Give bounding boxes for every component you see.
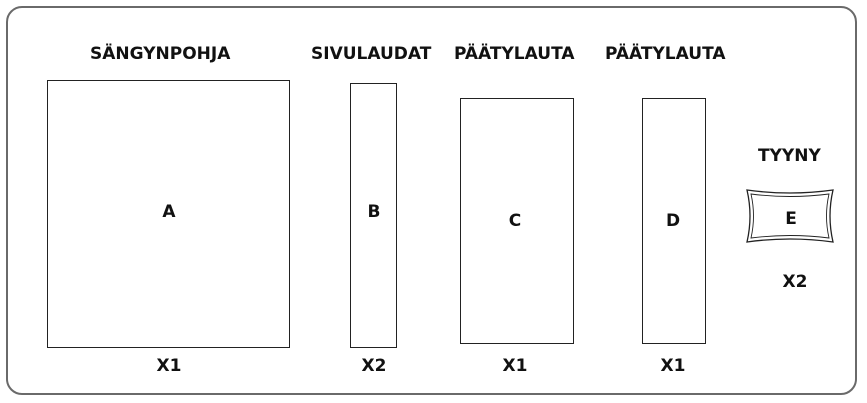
- part-d-label: D: [665, 211, 681, 231]
- heading-end-board-2: PÄÄTYLAUTA: [605, 44, 726, 64]
- heading-pillow: TYYNY: [758, 146, 821, 166]
- part-a-quantity: X1: [156, 356, 182, 376]
- part-a-label: A: [162, 202, 176, 222]
- part-e-label: E: [785, 209, 797, 229]
- heading-end-board-1: PÄÄTYLAUTA: [454, 44, 575, 64]
- part-b-label: B: [367, 202, 381, 222]
- heading-bed-base: SÄNGYNPOHJA: [90, 44, 231, 64]
- part-b-side-board: [350, 83, 397, 348]
- diagram-frame: [6, 6, 857, 395]
- part-c-label: C: [508, 211, 522, 231]
- part-a-bed-base: [47, 80, 290, 348]
- part-c-end-board: [460, 98, 574, 344]
- part-b-quantity: X2: [361, 356, 387, 376]
- part-d-end-board: [642, 98, 706, 344]
- heading-side-boards: SIVULAUDAT: [311, 44, 432, 64]
- part-e-quantity: X2: [782, 272, 808, 292]
- part-c-quantity: X1: [502, 356, 528, 376]
- part-d-quantity: X1: [660, 356, 686, 376]
